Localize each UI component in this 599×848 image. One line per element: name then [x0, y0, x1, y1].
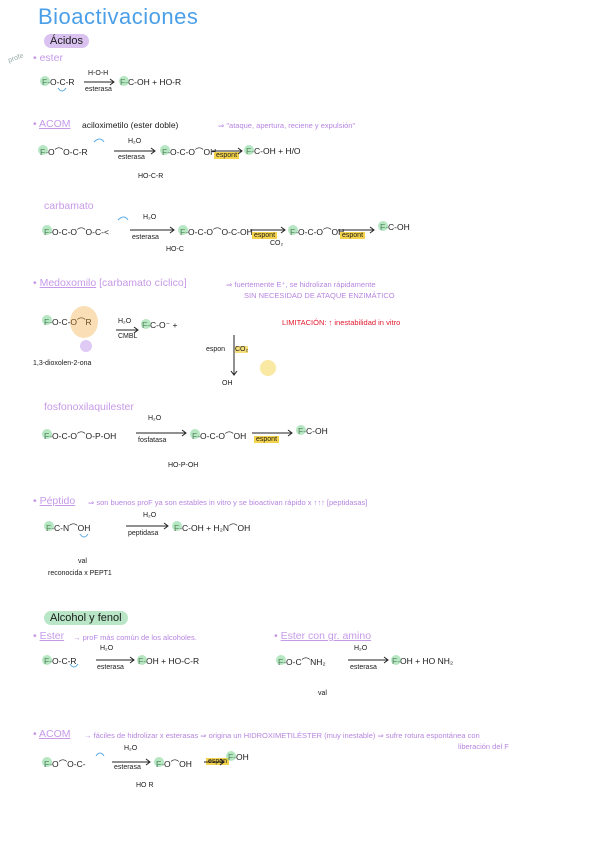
acom-h2o: H₂O: [128, 138, 142, 145]
alc-acom-note1: → fáciles de hidrolizar x esterasas ⇒ or…: [84, 731, 480, 740]
reagent-esterasa: esterasa: [85, 86, 112, 93]
peptido-note: ⇒ son buenos proF ya son estables in vit…: [88, 498, 368, 507]
peptido-reactant: F-C-N⌒OH: [46, 523, 91, 533]
fosfo-espont: espont: [254, 436, 280, 443]
carbamato-reactant: F-O-C-O⌒O-C-<: [44, 227, 109, 237]
fosfo-h2o: H₂O: [148, 415, 162, 422]
alc-amino-reactant: F-O-C⌒NH₂: [278, 657, 326, 667]
alc-ester-h2o: H₂O: [100, 645, 114, 652]
alc-acom-product: F-OH: [228, 752, 249, 762]
alc-ester-note: → proF más común de los alcoholes.: [73, 633, 197, 642]
fosfo-fosfatasa: fosfatasa: [138, 437, 167, 444]
carbamato-int2: F-O-C-O⌒OH: [290, 227, 345, 237]
medox-product: F-C-O⁻ +: [142, 320, 178, 330]
medox-limit: LIMITACIÓN: ↑ inestabilidad in vitro: [282, 318, 401, 327]
carbamato-esterasa: esterasa: [132, 234, 159, 241]
section-medox: • Medoxomilo [carbamato cíclico]: [33, 277, 187, 289]
section-carbamato: carbamato: [44, 200, 94, 212]
carbamato-hoc: HO-C: [166, 246, 184, 253]
alc-acom-int: F-O⌒OH: [156, 759, 192, 769]
peptido-val: val: [78, 558, 87, 565]
medox-h2o: H₂O: [118, 318, 132, 325]
acom-note: ⇒ "ataque, apertura, reciene y expulsión…: [218, 121, 356, 130]
alc-acom-hor: HO R: [136, 782, 154, 789]
section-alc-acom: • ACOM: [33, 728, 71, 740]
medox-espon: espon: [206, 346, 226, 353]
peptido-h2o: H₂O: [143, 512, 157, 519]
section-peptido: • Péptido: [33, 495, 76, 507]
ester-reactant: F-O-C-R: [42, 77, 75, 87]
section-alc-ester-amino: • Ester con gr. amino: [274, 630, 372, 642]
alc-ester-esterasa: esterasa: [97, 664, 124, 671]
medox-reactant: F-O-C-O⌒R: [44, 317, 92, 327]
alc-acom-esterasa: esterasa: [114, 764, 141, 771]
carbamato-espont1: espont: [252, 232, 278, 239]
carbamato-int1: F-O-C-O⌒O-C-OH: [180, 227, 253, 237]
medox-note1: ⇒ fuertemente E⁺, se hidrolizan rápidame…: [226, 280, 376, 289]
section-acom: • ACOM: [33, 118, 71, 130]
reagent-hoh: H-O-H: [88, 70, 109, 77]
carbamato-h2o: H₂O: [143, 214, 157, 221]
alc-acom-reactant: F-O⌒O-C-: [44, 759, 86, 769]
section-fosfo: fosfonoxilaquilester: [44, 401, 134, 413]
medox-co2: CO₂: [235, 346, 249, 353]
alc-amino-esterasa: esterasa: [350, 664, 377, 671]
fosfo-int: F-O-C-O⌒OH: [192, 431, 247, 441]
medox-cmbl: CMBL: [118, 333, 138, 340]
peptido-peptidasa: peptidasa: [128, 530, 159, 537]
acom-esterasa: esterasa: [118, 154, 145, 161]
medox-dioxolen: 1,3-dioxolen-2-ona: [33, 360, 92, 367]
page-title: Bioactivaciones: [38, 4, 199, 29]
fosfo-hopoh: HO-P-OH: [168, 462, 199, 469]
medox-oh: OH: [222, 380, 233, 387]
carbamato-co2: CO₂: [270, 240, 284, 247]
alc-acom-h2o: H₂O: [124, 745, 138, 752]
acom-hocr: HO-C-R: [138, 173, 164, 180]
acom-intermediate: F-O-C-O⌒OH: [162, 147, 217, 157]
section-alc-ester: • Ester: [33, 630, 65, 642]
fosfo-reactant: F-O-C-O⌒O-P-OH: [44, 431, 117, 441]
alc-amino-product: F-OH + HO NH₂: [392, 656, 454, 666]
alc-ester-product: F-OH + HO-C-R: [138, 656, 200, 666]
acom-espont: espont: [214, 152, 240, 159]
alc-amino-val: val: [318, 690, 327, 697]
medox-note2: SIN NECESIDAD DE ATAQUE ENZIMÁTICO: [244, 291, 395, 300]
alc-amino-h2o: H₂O: [354, 645, 368, 652]
carbamato-espont2: espont: [340, 232, 366, 239]
acom-product: F-C-OH + H/O: [246, 146, 301, 156]
alc-ester-reactant: F-O-C-R: [44, 656, 77, 666]
peptido-product: F-C-OH + H₂N⌒OH: [174, 523, 251, 533]
peptido-reconocida: reconocida x PEPT1: [48, 570, 112, 577]
acom-sub: aciloximetilo (ester doble): [82, 120, 179, 130]
badge-acidos: Ácidos: [44, 34, 90, 48]
ester-products: F-C-OH + HO-R: [120, 77, 182, 87]
fosfo-product: F-C-OH: [298, 426, 328, 436]
carbamato-product: F-C-OH: [380, 222, 410, 232]
badge-alcohol: Alcohol y fenol: [44, 611, 128, 625]
section-ester: • ester: [33, 52, 63, 64]
acom-reactant: F-O⌒O-C-R: [40, 147, 88, 157]
alc-acom-note2: liberación del F: [458, 742, 509, 751]
